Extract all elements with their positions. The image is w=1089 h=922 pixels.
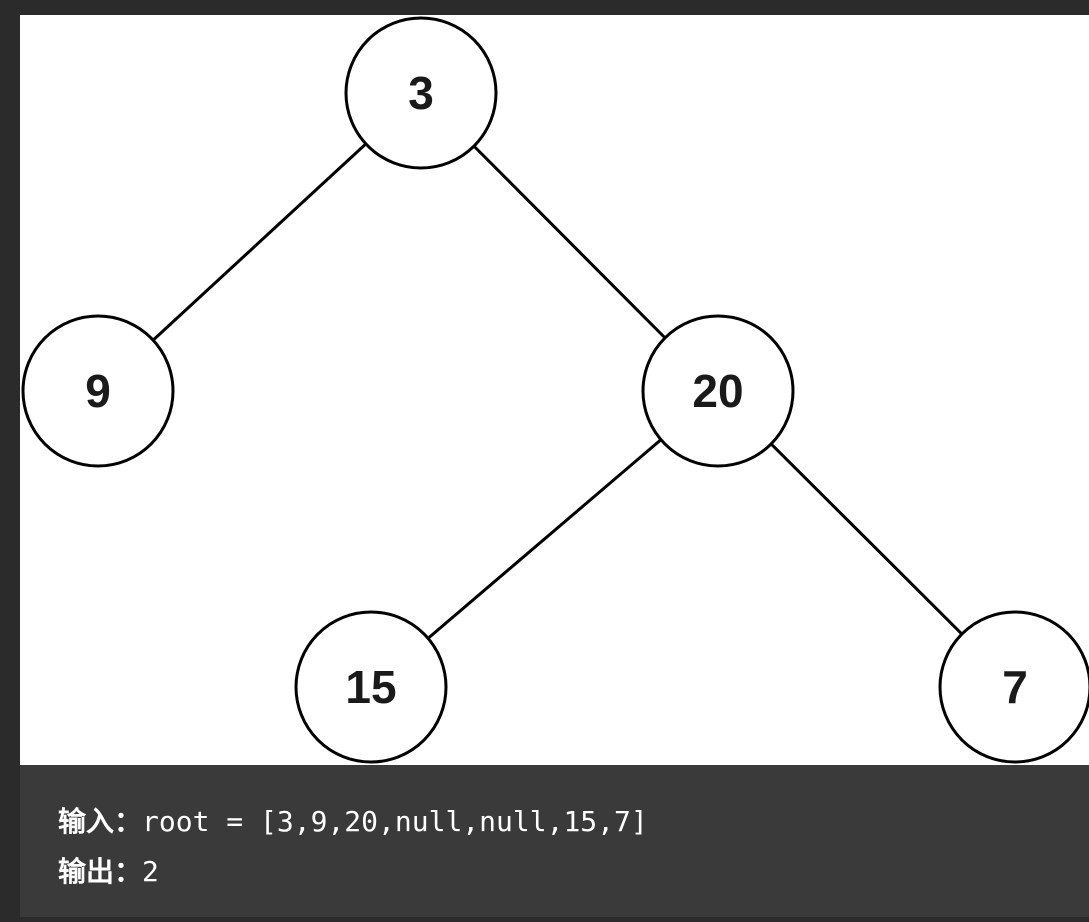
input-value: root = [3,9,20,null,null,15,7]: [142, 805, 648, 838]
tree-node-n3: 3: [344, 16, 498, 170]
tree-node-label: 20: [692, 365, 743, 417]
tree-node-circle: [294, 610, 448, 764]
tree-node-circle: [344, 16, 498, 170]
tree-edge-n20-n15: [427, 438, 662, 640]
tree-node-label: 3: [408, 67, 434, 119]
tree-node-n20: 20: [641, 314, 795, 468]
tree-node-n7: 7: [938, 610, 1089, 764]
tree-edge-n3-n9: [152, 142, 367, 342]
tree-node-label: 7: [1002, 661, 1028, 713]
tree-node-circle: [21, 314, 175, 468]
tree-node-n15: 15: [294, 610, 448, 764]
input-label: 输入：: [58, 805, 143, 838]
output-label: 输出：: [58, 855, 143, 888]
tree-edge-n3-n20: [472, 145, 667, 339]
example-code-block: 输入：root = [3,9,20,null,null,15,7] 输出：2: [20, 765, 1089, 917]
tree-node-label: 15: [345, 661, 396, 713]
tree-node-circle: [938, 610, 1089, 764]
tree-node-label: 9: [85, 365, 111, 417]
output-value: 2: [142, 855, 159, 888]
input-line: 输入：root = [3,9,20,null,null,15,7]: [58, 797, 1089, 847]
binary-tree-diagram: 3 9 20 15 7: [21, 16, 1089, 764]
output-line: 输出：2: [58, 847, 1089, 897]
binary-tree-figure: 3 9 20 15 7: [20, 15, 1089, 765]
tree-node-circle: [641, 314, 795, 468]
tree-edge-n20-n7: [770, 442, 963, 636]
tree-node-n9: 9: [21, 314, 175, 468]
